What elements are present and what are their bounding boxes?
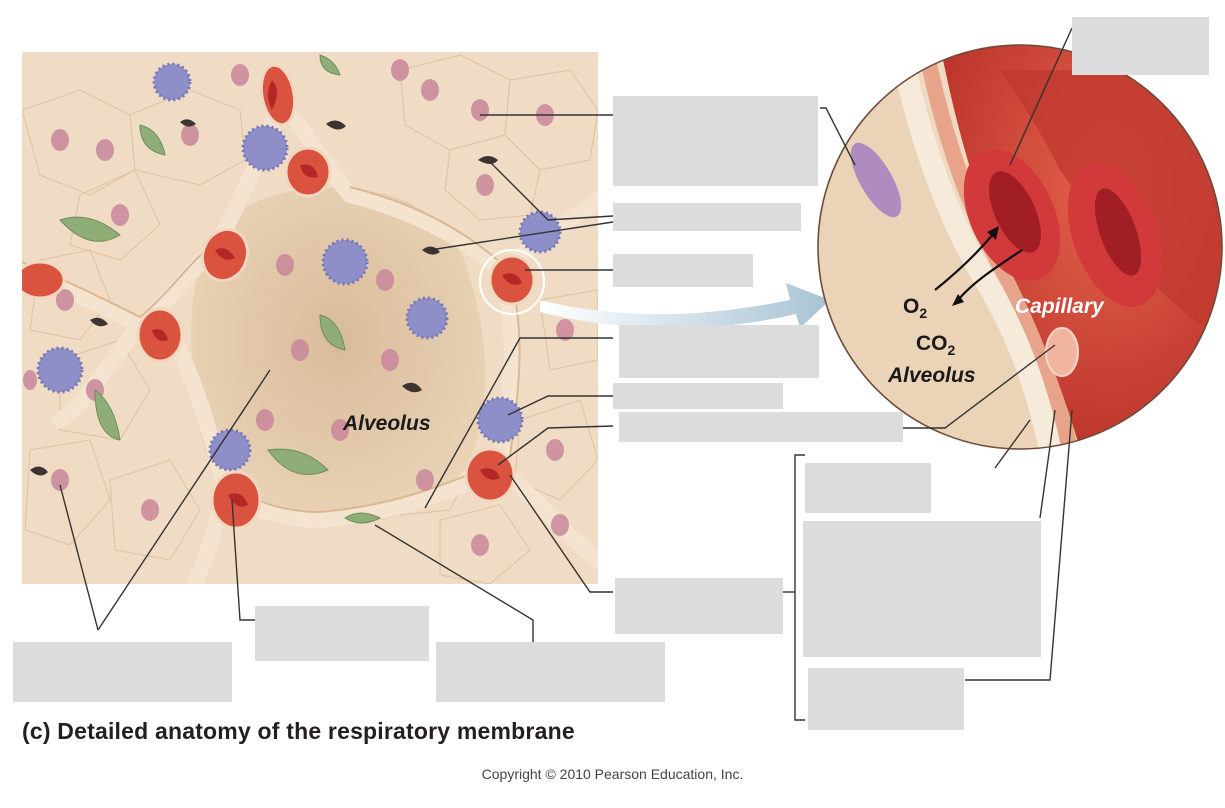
inset-magnified-membrane bbox=[818, 45, 1222, 449]
o2-label: O2 bbox=[903, 295, 927, 321]
endothelial-nucleus bbox=[1045, 327, 1079, 377]
co2-label: CO2 bbox=[916, 332, 956, 358]
co2-arrow bbox=[957, 249, 1023, 301]
green-cells bbox=[59, 54, 382, 524]
o2-arrow bbox=[934, 231, 996, 291]
capillary-segments bbox=[22, 63, 536, 530]
alveolus-cavity bbox=[191, 187, 485, 526]
red-blood-cells-inset bbox=[963, 149, 1163, 307]
type-i-cell-nucleus bbox=[850, 142, 902, 218]
alveolus-label-inset: Alveolus bbox=[887, 364, 976, 387]
zoom-arrow bbox=[540, 283, 830, 329]
inset-border bbox=[817, 44, 1223, 450]
macrophages bbox=[36, 62, 562, 472]
figure-caption: (c) Detailed anatomy of the respiratory … bbox=[22, 718, 575, 744]
capillary-label: Capillary bbox=[1015, 295, 1105, 318]
zoom-highlight-circle bbox=[479, 249, 545, 315]
blank-label-boxes bbox=[13, 17, 1209, 730]
alveolus-tissue-panel bbox=[22, 52, 598, 584]
copyright-notice: Copyright © 2010 Pearson Education, Inc. bbox=[481, 766, 744, 782]
cell-nuclei bbox=[23, 59, 574, 556]
leader-lines bbox=[59, 27, 1073, 721]
alveolus-label-main: Alveolus bbox=[342, 412, 431, 435]
